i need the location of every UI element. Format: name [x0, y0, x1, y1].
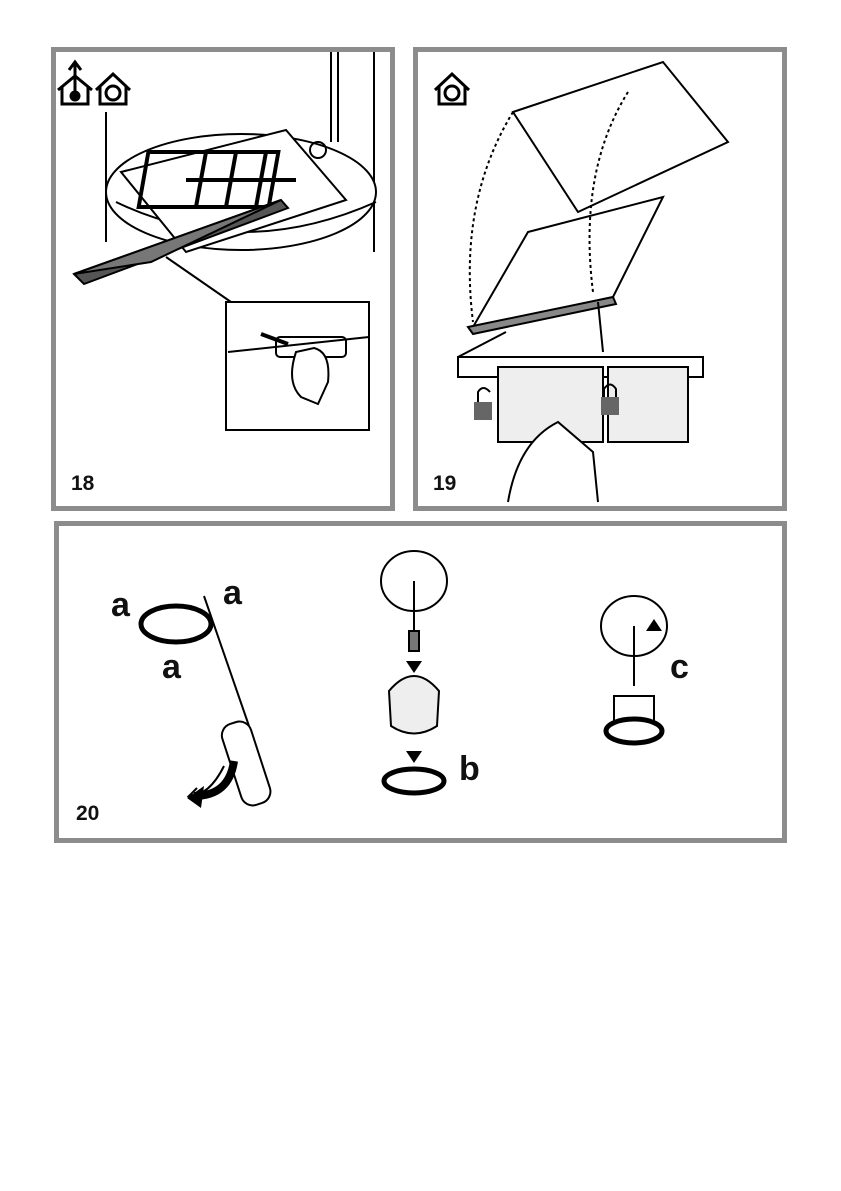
filter-removal-illustration	[57, 52, 377, 431]
label-a: a	[111, 586, 130, 624]
locked-icon	[601, 383, 619, 415]
label-b: b	[459, 750, 480, 788]
label-a: a	[223, 574, 242, 612]
label-c: c	[670, 648, 689, 686]
figure-number: 19	[433, 472, 457, 495]
recirculation-mode-icon	[433, 71, 471, 106]
unlocked-icon	[474, 387, 492, 420]
figure-number: 20	[76, 802, 100, 825]
figure-19-panel: 19	[413, 47, 787, 511]
figure-20-panel: a a a b c 20	[54, 521, 787, 843]
figure-18-panel: 18	[51, 47, 395, 511]
filter-lock-illustration	[433, 60, 730, 503]
recirculation-mode-icon	[94, 71, 132, 106]
figure-number: 18	[71, 472, 95, 495]
label-a: a	[162, 648, 181, 686]
lamp-replacement-illustration	[138, 550, 668, 808]
ducted-mode-icon	[57, 59, 93, 106]
